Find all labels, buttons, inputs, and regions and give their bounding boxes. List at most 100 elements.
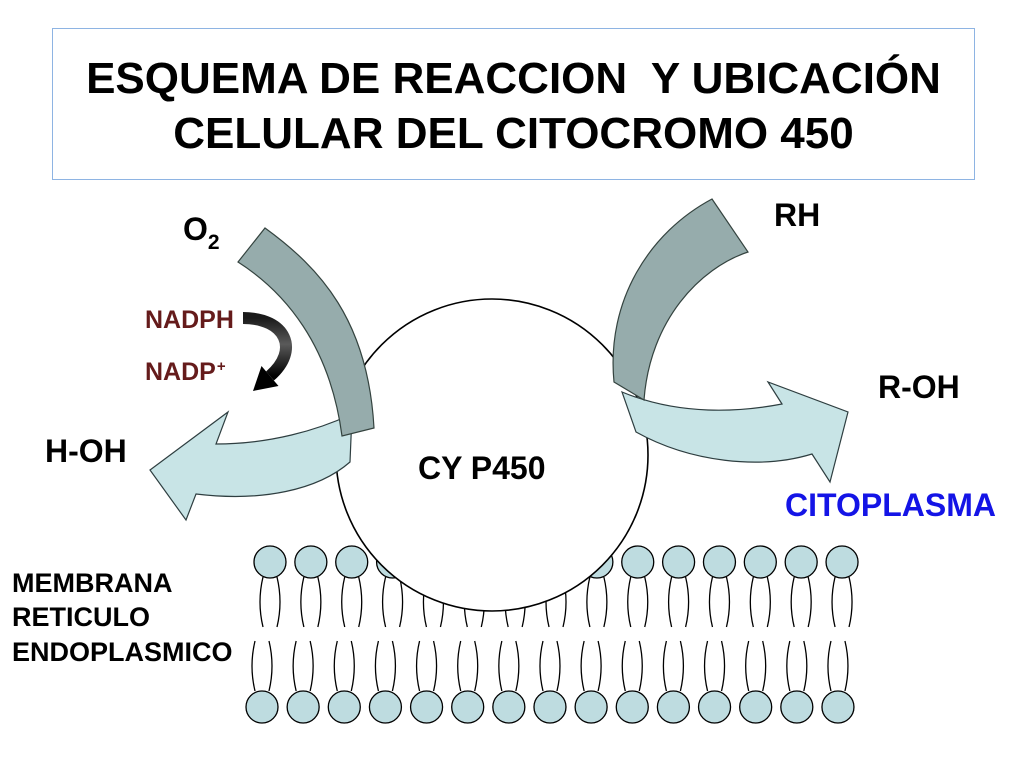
lower-lipid-tail (292, 640, 297, 692)
upper-lipid-head (743, 545, 777, 579)
oxygen-symbol: O (183, 211, 208, 247)
upper-lipid-head (661, 545, 696, 579)
nadp-superscript: + (216, 358, 226, 375)
upper-lipid-tail (848, 576, 853, 628)
nadph-arrowhead-icon (253, 366, 279, 391)
lower-lipid-head (697, 690, 732, 724)
nadph-arrow-shaft (242, 312, 292, 381)
upper-lipid-head (702, 545, 737, 579)
lower-lipid-tail (580, 640, 585, 692)
upper-lipid-tail (831, 576, 836, 628)
lower-lipid-tail (679, 640, 685, 692)
upper-lipid-tail (317, 576, 322, 628)
upper-lipid-tail (259, 576, 264, 628)
upper-lipid-tail (749, 576, 754, 628)
upper-lipid-head (621, 545, 655, 579)
lower-lipid-tail (539, 640, 544, 692)
upper-lipid-head (294, 545, 328, 579)
nadp-plus-label: NADP+ (145, 358, 226, 386)
upper-lipid-tail (276, 576, 281, 628)
nadph-label: NADPH (145, 306, 234, 334)
lower-lipid-tail (268, 640, 273, 692)
oxygen-subscript: 2 (207, 231, 220, 254)
upper-lipid-tail (341, 576, 346, 628)
upper-lipid-tail (300, 576, 305, 628)
lower-lipid-tail (309, 640, 314, 692)
lower-lipid-tail (474, 640, 479, 692)
upper-lipid-head (253, 545, 287, 579)
substrate-label: RH (774, 197, 821, 233)
lower-lipid-tail (703, 640, 709, 692)
lower-lipid-tail (498, 640, 503, 692)
upper-lipid-tail (684, 576, 690, 628)
lower-lipid-head (368, 690, 403, 724)
upper-lipid-tail (725, 576, 731, 628)
lower-lipid-head (286, 690, 320, 724)
lower-lipid-tail (621, 640, 626, 692)
lower-lipid-tail (391, 640, 397, 692)
lower-lipid-tail (457, 640, 462, 692)
enzyme-label: CY P450 (418, 450, 546, 486)
lower-lipid-head (327, 690, 361, 724)
lower-lipid-head (409, 690, 444, 724)
lower-lipid-tail (415, 640, 421, 692)
lower-lipid-tail (662, 640, 668, 692)
lower-lipid-tail (374, 640, 380, 692)
cytoplasm-label: CITOPLASMA (785, 487, 996, 523)
upper-lipid-tail (398, 576, 404, 628)
lower-lipid-tail (638, 640, 643, 692)
upper-lipid-tail (358, 576, 363, 628)
lower-lipid-tail (556, 640, 561, 692)
oxygen-label: O2 (183, 211, 220, 253)
lower-lipid-tail (745, 640, 750, 692)
upper-lipid-tail (627, 576, 632, 628)
upper-lipid-tail (586, 576, 591, 628)
upper-lipid-tail (381, 576, 387, 628)
upper-lipid-head (825, 545, 859, 579)
lower-lipid-tail (762, 640, 767, 692)
lower-lipid-tail (350, 640, 355, 692)
lower-lipid-tail (251, 640, 256, 692)
product-label: R-OH (878, 369, 960, 405)
lower-lipid-head (821, 690, 855, 724)
lower-lipid-head (739, 690, 773, 724)
substrate-input-arrow (612, 198, 749, 402)
upper-lipid-tail (790, 576, 795, 628)
lower-lipid-head (615, 690, 649, 724)
lower-lipid-head (656, 690, 691, 724)
title-box (52, 28, 975, 180)
lower-lipid-head (492, 690, 526, 724)
title-line-1: ESQUEMA DE REACCION Y UBICACIÓN (86, 54, 941, 103)
lower-lipid-head (574, 690, 608, 724)
upper-lipid-head (784, 545, 818, 579)
lower-lipid-tail (333, 640, 338, 692)
lower-lipid-head (780, 690, 814, 724)
upper-lipid-tail (603, 576, 608, 628)
membrane-label-line-3: ENDOPLASMICO (12, 637, 233, 667)
title-line-2: CELULAR DEL CITOCROMO 450 (173, 109, 854, 158)
nadp-symbol: NADP (145, 358, 216, 386)
lower-lipid-head (533, 690, 567, 724)
water-output-arrow (149, 410, 353, 522)
lower-lipid-tail (597, 640, 602, 692)
lower-lipid-tail (844, 640, 849, 692)
upper-lipid-tail (644, 576, 649, 628)
lower-lipid-tail (803, 640, 808, 692)
upper-lipid-tail (807, 576, 812, 628)
upper-lipid-head (335, 545, 369, 579)
lower-lipid-tail (827, 640, 832, 692)
oxygen-input-arrow (237, 227, 375, 437)
water-label: H-OH (45, 433, 127, 469)
upper-lipid-tail (667, 576, 673, 628)
lower-lipid-tail (786, 640, 791, 692)
product-output-arrow (620, 380, 849, 484)
nadph-oxidation-arrow (242, 312, 292, 391)
membrane-label-line-2: RETICULO (12, 602, 150, 632)
lower-lipid-head (245, 690, 279, 724)
upper-lipid-tail (708, 576, 714, 628)
lower-lipid-tail (515, 640, 520, 692)
lower-lipid-head (451, 690, 485, 724)
membrane-label-line-1: MEMBRANA (12, 568, 173, 598)
